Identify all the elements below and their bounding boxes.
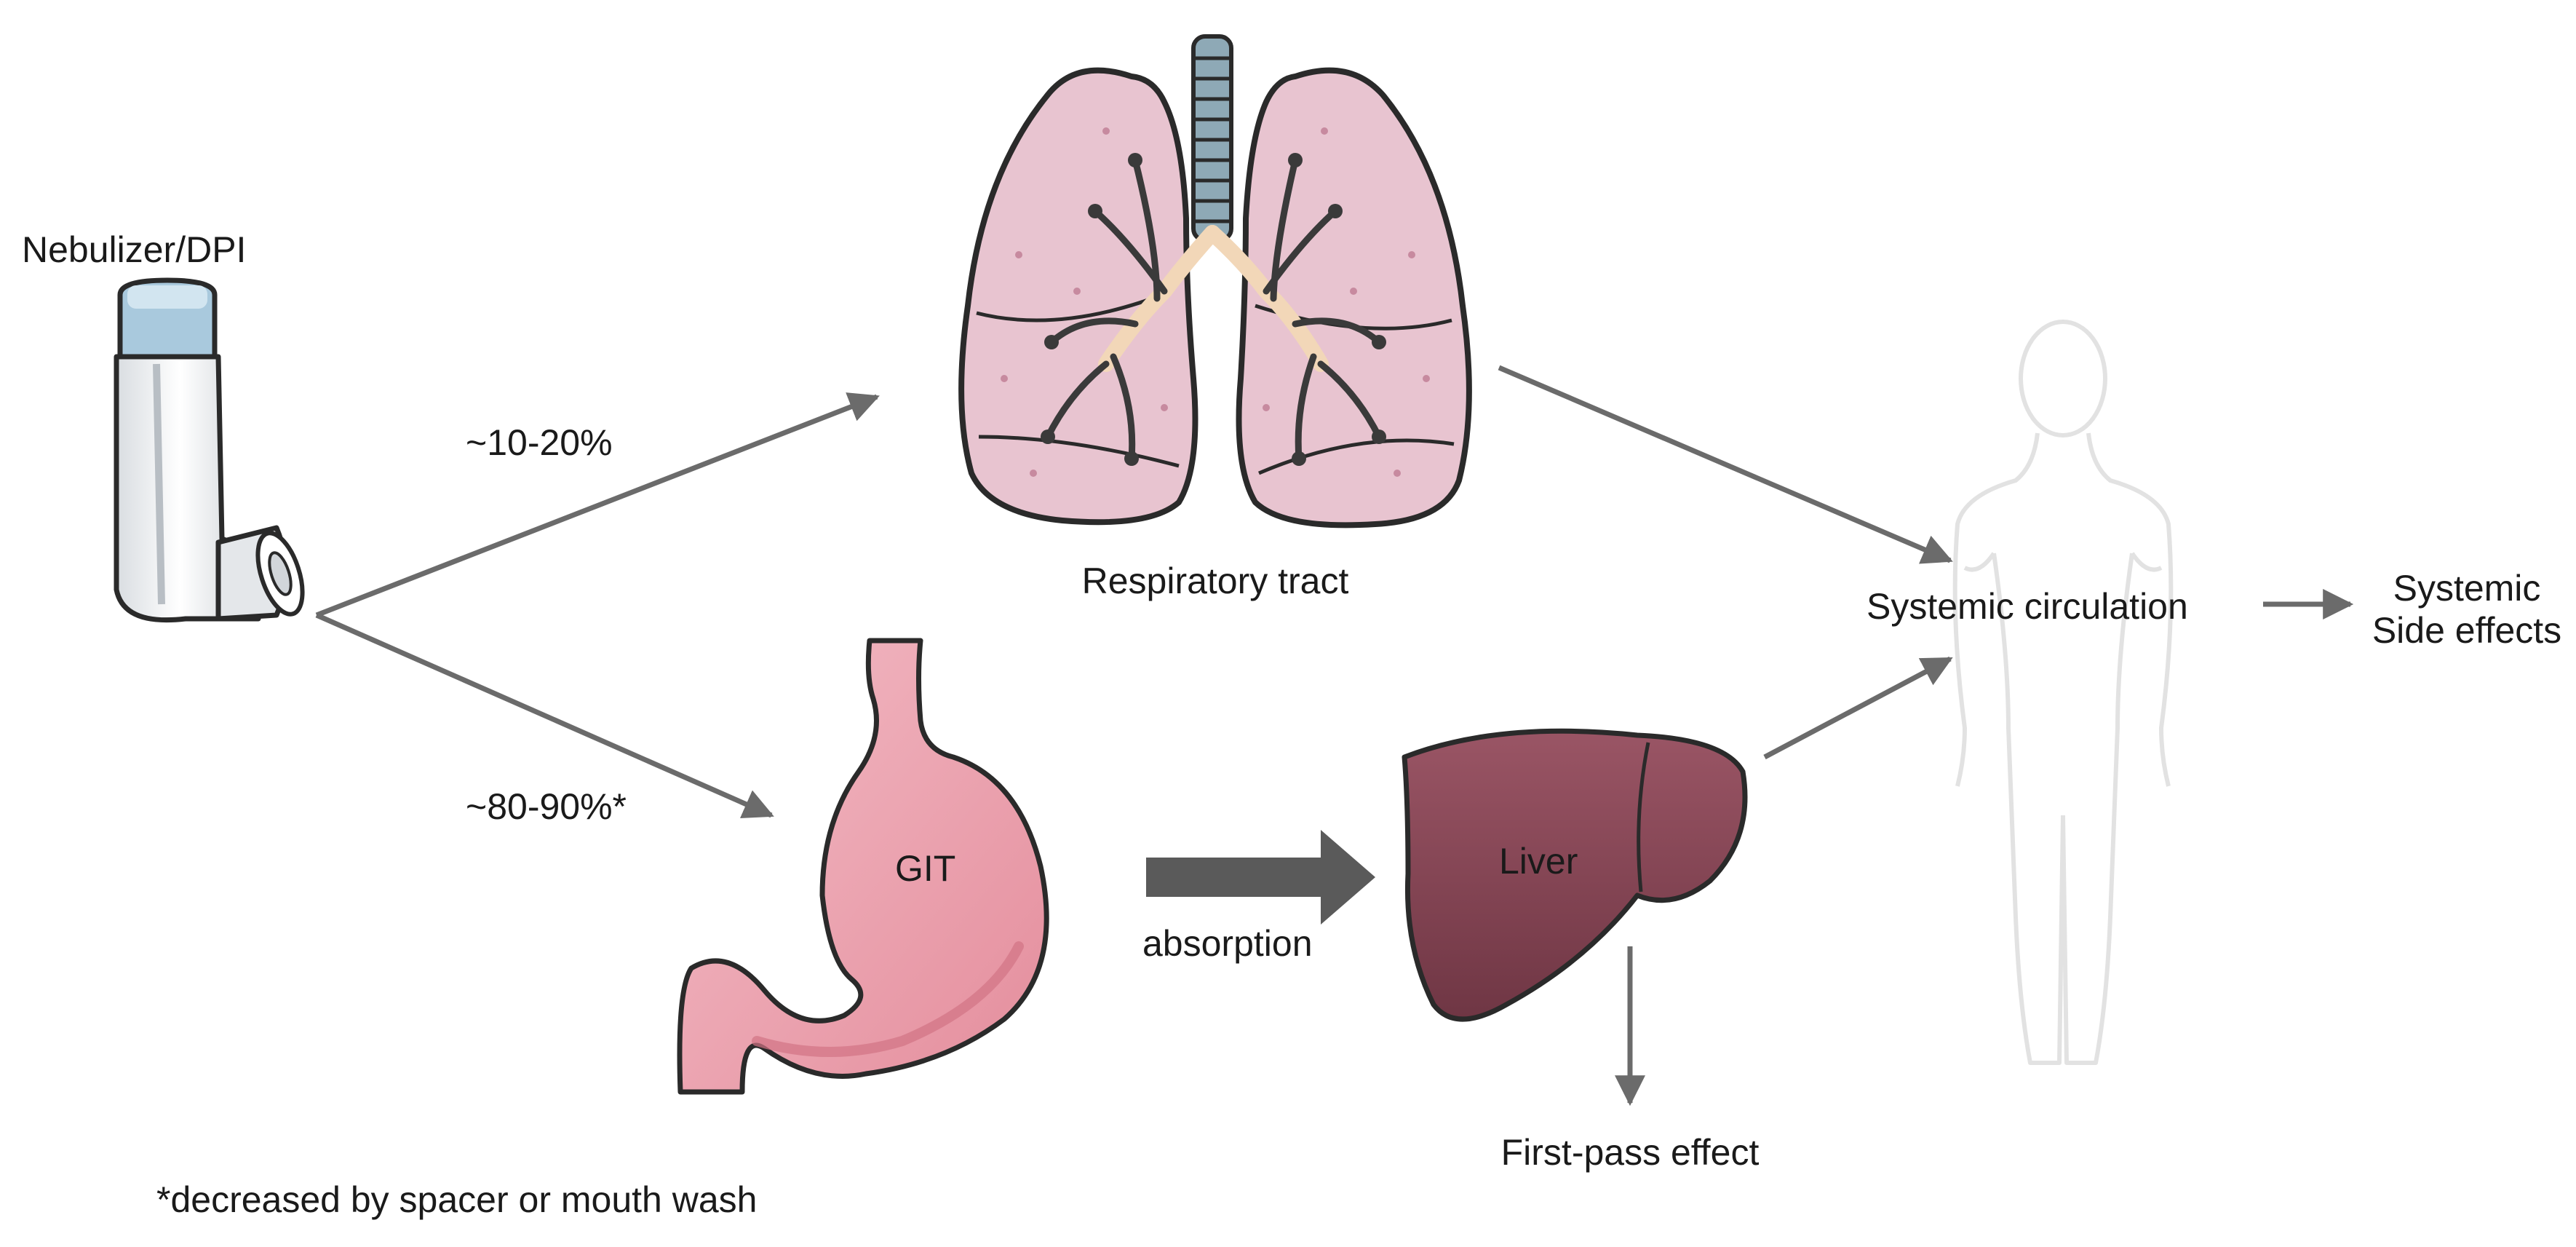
side-effects-line1: Systemic [2393,568,2541,609]
device-label: Nebulizer/DPI [22,229,247,270]
absorption-label: absorption [1142,923,1313,964]
git-label: GIT [895,848,956,889]
arrow-liver-to-circulation [1763,656,1953,760]
systemic-circulation-label: Systemic circulation [1867,586,2188,627]
lungs-icon [958,34,1472,529]
footnote: *decreased by spacer or mouth wash [156,1179,758,1220]
percent-to-lungs-label: ~10-20% [466,422,613,463]
liver-label: Liver [1499,841,1578,882]
arrow-absorption [1146,830,1375,925]
flow-arrows [315,365,2354,1107]
arrow-lungs-to-circulation [1498,365,1953,564]
arrow-inhaler-to-lungs [315,392,880,618]
respiratory-tract-label: Respiratory tract [1081,561,1349,601]
side-effects-line2: Side effects [2372,609,2562,651]
human-body-icon [1952,320,2174,1065]
stomach-icon [677,638,1049,1095]
liver-icon [1402,728,1748,1022]
arrow-inhaler-to-git [315,612,774,818]
inhaler-icon [114,277,305,623]
percent-to-git-label: ~80-90%* [466,786,627,827]
first-pass-label: First-pass effect [1500,1132,1760,1173]
side-effects-label: Systemic Side effects [2358,568,2576,652]
